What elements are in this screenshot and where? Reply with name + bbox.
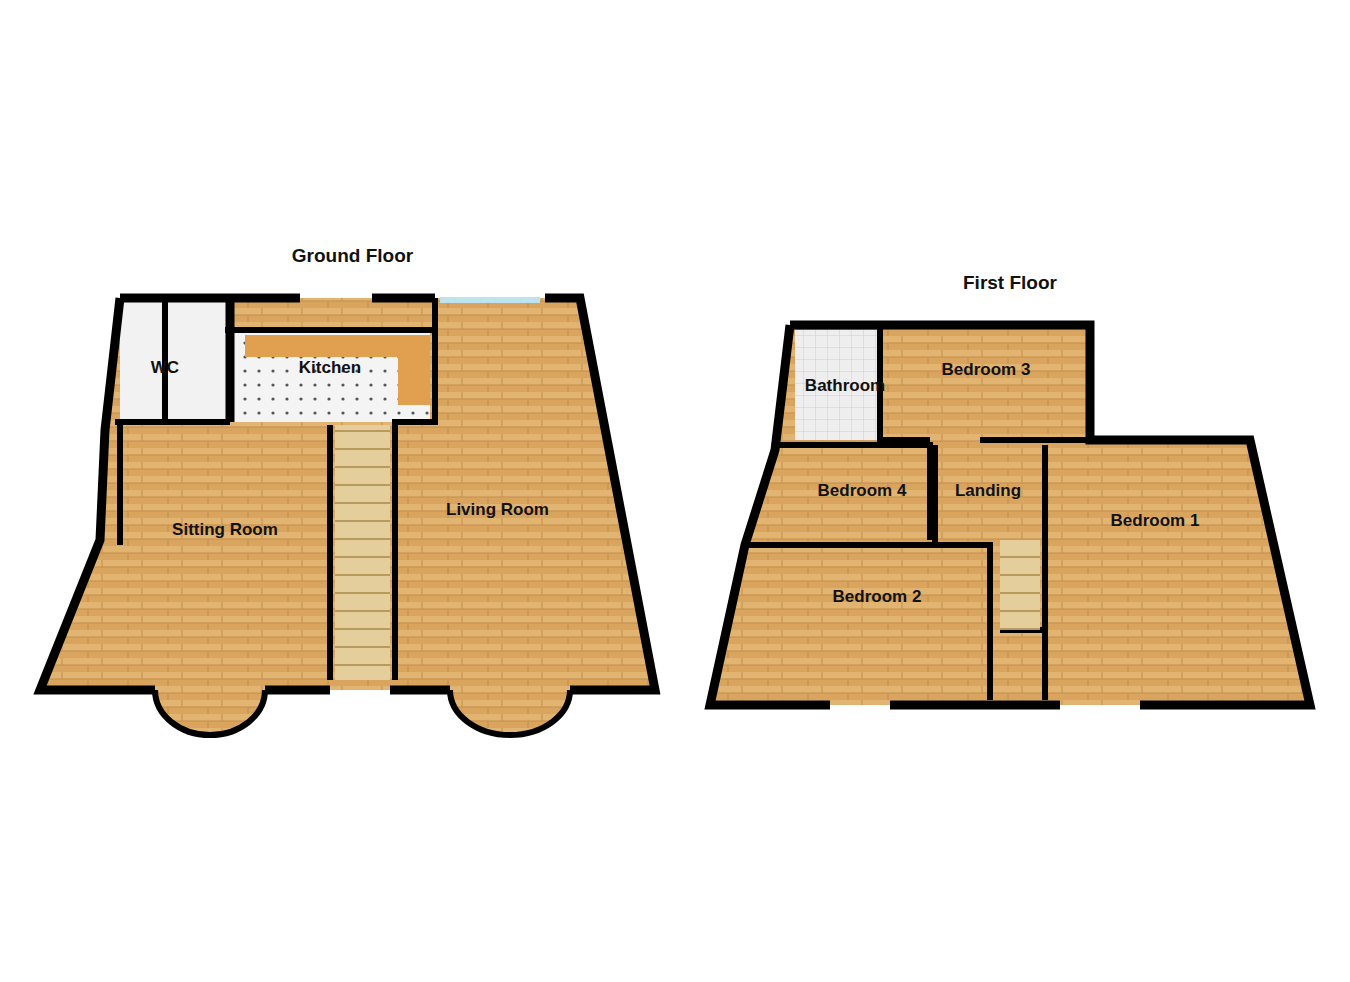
room-area: Bedroom 2: [810, 579, 944, 615]
room-area: Bedroom 3: [920, 352, 1052, 388]
room-area: Kitchen: [270, 350, 390, 386]
floor-heading: Ground Floor: [40, 245, 665, 267]
floor-heading: First Floor: [705, 272, 1315, 294]
room-label: Bedroom 2: [830, 586, 925, 608]
room-label: Landing: [952, 480, 1024, 502]
room-area: Bathroom: [795, 368, 895, 404]
room-label: Bedroom 4: [815, 480, 910, 502]
room-label: Kitchen: [296, 357, 364, 379]
room-label: Bathroom: [802, 375, 888, 397]
room-area: Bedroom 1: [1090, 503, 1220, 539]
room-label: Bedroom 3: [939, 359, 1034, 381]
room-label: Bedroom 1: [1108, 510, 1203, 532]
room-area: Sitting Room: [160, 490, 290, 570]
floor-area: First FloorBathroom Bedroom 3 Bedroom 4 Lan…: [705, 272, 1315, 717]
floor-area: Ground FloorWC KitchenSitting Room Living …: [40, 245, 665, 705]
room-area: Living Room: [440, 470, 555, 550]
room-label: Living Room: [443, 499, 552, 521]
room-area: Bedroom 4: [795, 473, 929, 509]
room-label: Sitting Room: [169, 519, 281, 541]
room-label: WC: [148, 357, 182, 379]
room-area: Landing: [940, 473, 1036, 509]
room-area: WC: [140, 350, 190, 386]
